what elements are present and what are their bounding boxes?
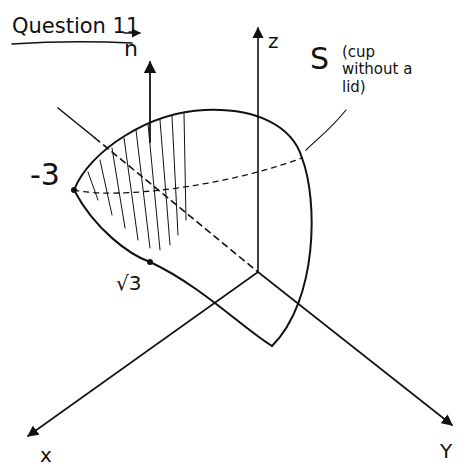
y-axis (258, 272, 452, 425)
y-axis (58, 108, 95, 138)
axis-label: z (268, 30, 279, 53)
cup-rim (74, 110, 302, 190)
vector-label: n (124, 36, 138, 61)
question-title: Question 11 (12, 14, 139, 38)
z-axis (257, 28, 259, 272)
title-underline (12, 42, 132, 44)
surface-note: (cup without a lid) (342, 44, 422, 96)
x-axis (28, 272, 258, 436)
point-label: -3 (30, 158, 60, 193)
cup-outline (74, 190, 272, 346)
shading (88, 113, 186, 250)
point-marker (147, 259, 153, 265)
axis-label: Y (440, 440, 452, 463)
surface-label: S (310, 42, 329, 77)
normal-vector (149, 62, 151, 142)
point-label: √3 (116, 272, 141, 295)
point-marker (71, 187, 77, 193)
cup-rim-back (74, 158, 302, 193)
cup-outline (272, 158, 312, 346)
leader-line (306, 110, 346, 150)
axis-label: x (40, 444, 52, 467)
